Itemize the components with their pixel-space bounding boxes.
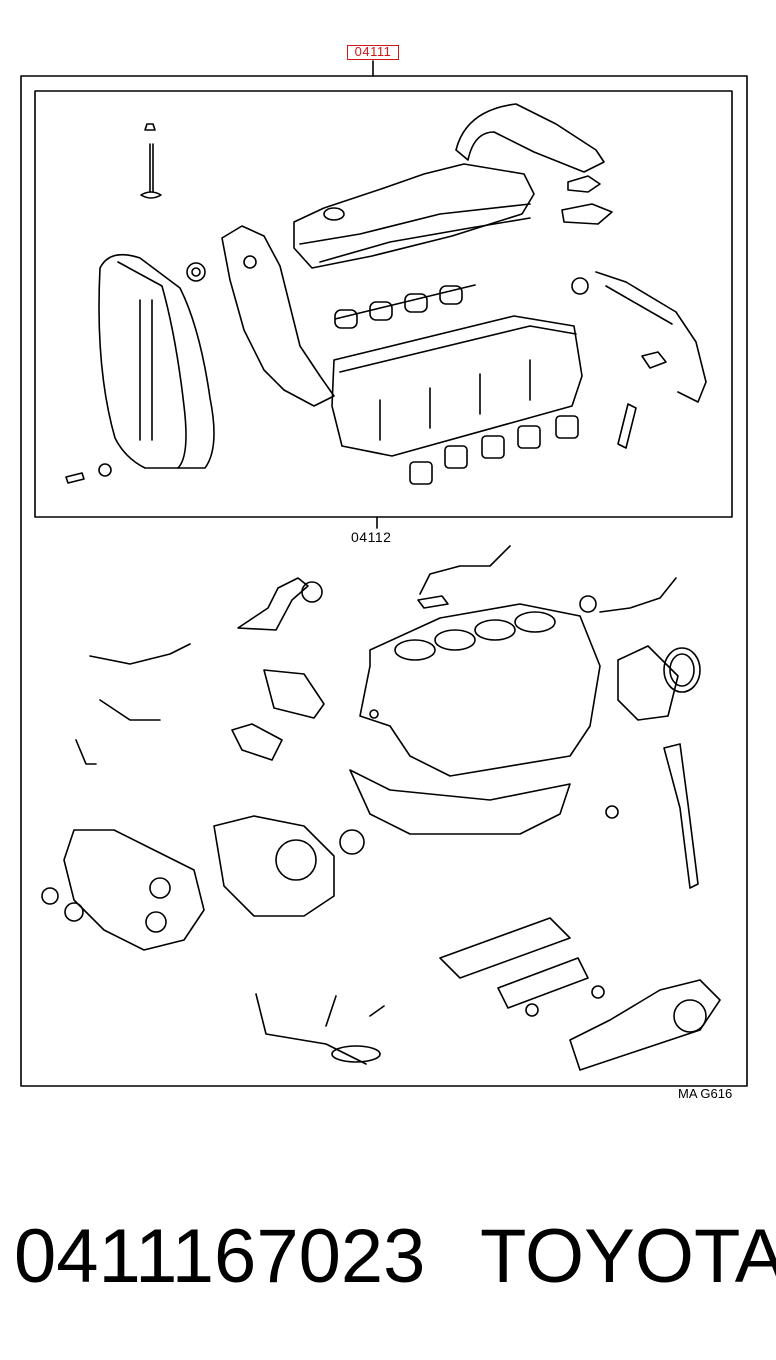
bracket-icon — [75, 739, 97, 765]
gasket-hole — [243, 255, 257, 269]
seal-ring-icon — [669, 653, 695, 687]
exploded-parts-diagram — [20, 60, 748, 1087]
oil-strainer-icon — [255, 993, 385, 1065]
pipe-icon — [599, 577, 677, 613]
main-kit-callout: 04111 — [347, 45, 399, 60]
pipe-icon — [455, 103, 605, 173]
pipe-icon — [419, 545, 511, 595]
intake-manifold-icon — [569, 979, 721, 1071]
seal-ring-icon — [145, 911, 167, 933]
seal-ring-icon — [64, 902, 84, 922]
gasket-icon — [561, 203, 613, 225]
gasket-icon — [641, 351, 667, 369]
seal-ring-icon — [149, 877, 171, 899]
seal-ring-icon — [98, 463, 112, 477]
timing-cover-icon — [98, 253, 215, 469]
seal-ring-icon — [579, 595, 597, 613]
oil-pump-rotor — [275, 839, 317, 881]
sensor-icon — [617, 403, 637, 449]
seal-ring-icon — [605, 805, 619, 819]
gasket-icon — [417, 595, 449, 609]
gasket-icon — [221, 225, 335, 407]
seal-ring-icon — [591, 985, 605, 999]
gasket-icon — [439, 917, 571, 979]
oil-strainer-screen — [331, 1045, 381, 1063]
gasket-icon — [617, 645, 679, 721]
pipe-icon — [89, 643, 191, 721]
timing-cover-icon — [63, 829, 205, 951]
diagram-reference-code: MA G616 — [678, 1086, 733, 1101]
seal-ring-icon — [525, 1003, 539, 1017]
gasket-icon — [334, 284, 476, 329]
part-number: 0411167023 — [14, 1214, 426, 1299]
seal-ring-icon — [339, 829, 365, 855]
brand-name: TOYOTA — [480, 1214, 776, 1299]
dipstick-icon — [663, 743, 699, 889]
subkit-inner-frame — [34, 90, 733, 518]
pipe-icon — [595, 271, 707, 403]
seal-ring-icon — [571, 277, 589, 295]
valve-icon — [140, 123, 162, 199]
engine-block-icon — [359, 603, 601, 777]
gasket-icon — [567, 175, 601, 193]
valve-cover-icon — [293, 163, 535, 269]
seal-ring-icon — [186, 262, 206, 282]
oil-pump-icon — [213, 815, 335, 917]
gasket-icon — [263, 669, 325, 719]
seal-ring-icon — [663, 647, 701, 693]
sub-kit-callout: 04112 — [351, 529, 392, 545]
seal-ring-icon — [191, 267, 201, 277]
oil-pan-icon — [349, 769, 571, 835]
seal-ring-icon — [41, 887, 59, 905]
oil-cooler-icon — [497, 957, 589, 1009]
seal-ring-icon — [301, 581, 323, 603]
pipe-icon — [237, 577, 309, 631]
kit-outer-frame — [20, 75, 748, 1087]
gasket-icon — [409, 415, 579, 485]
throttle-body — [673, 999, 707, 1033]
cylinder-head-icon — [331, 315, 583, 457]
gasket-icon — [231, 723, 283, 761]
bolt-icon — [65, 472, 85, 484]
